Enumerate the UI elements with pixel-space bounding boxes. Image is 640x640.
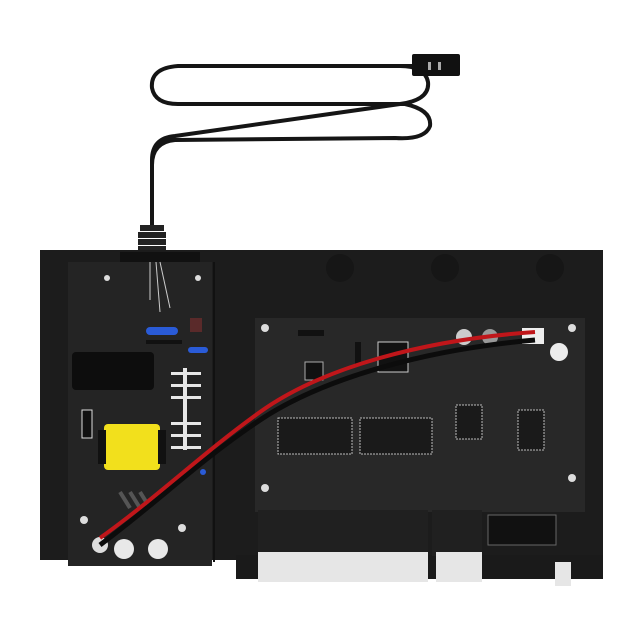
heatsink [171,368,201,450]
wire-harness [98,330,536,547]
ic-chip [359,417,433,455]
cable-clamp [120,252,200,264]
knockout [536,254,564,282]
power-cable [149,64,433,230]
main-control-board [255,318,585,512]
terminal [114,539,134,559]
knockout [326,254,354,282]
strain-relief [138,225,166,254]
knockout [431,254,459,282]
terminal [148,539,168,559]
power-supply-board [68,261,212,566]
capacitor-blue [146,327,178,335]
connectors [258,510,571,586]
transformer [104,424,160,470]
ic-chip [277,417,353,455]
plug-icon [412,54,460,76]
capacitor [72,352,154,390]
